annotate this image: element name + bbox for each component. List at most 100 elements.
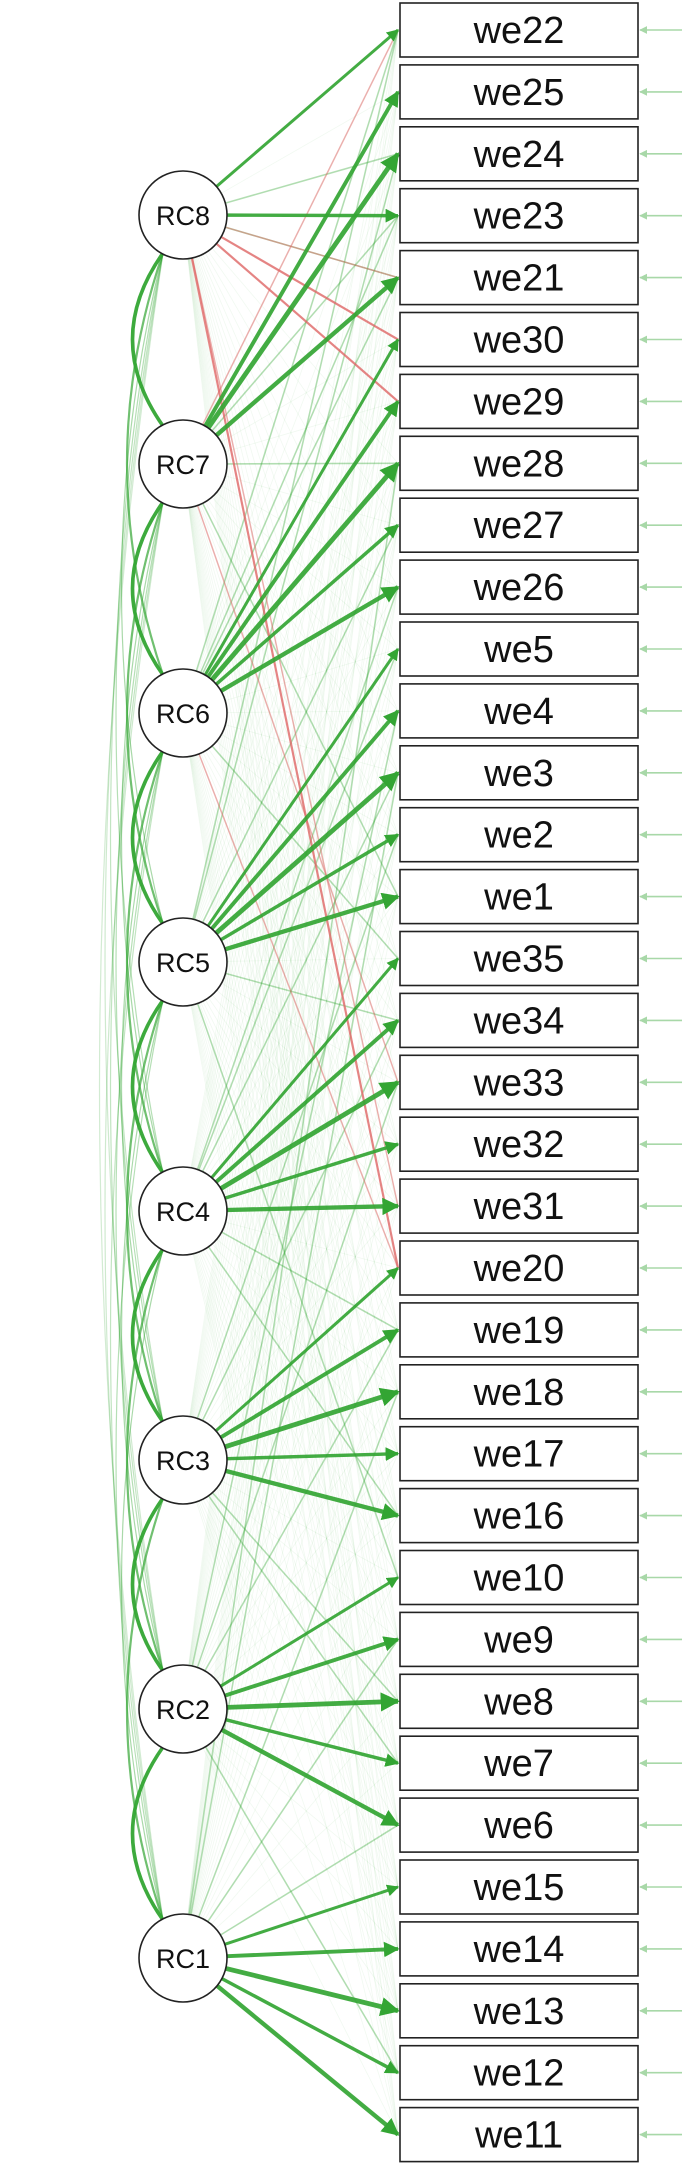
loading-arrow <box>190 258 399 1392</box>
loading-arrow <box>187 258 399 2073</box>
loading-arrow <box>199 215 399 674</box>
loading-arrow <box>200 1002 399 1454</box>
indicator-label: we27 <box>473 505 565 547</box>
loading-arrow <box>196 1501 399 2135</box>
indicator-box-we18: we18 <box>399 1364 639 1420</box>
indicator-box-we3: we3 <box>399 744 639 801</box>
loading-arrow <box>195 277 399 921</box>
loading-arrow <box>194 755 399 1516</box>
loading-arrow <box>225 1468 400 1521</box>
loading-arrow <box>202 1001 399 1392</box>
loading-arrow <box>200 753 399 1207</box>
indicator-label: we19 <box>473 1310 565 1352</box>
indicator-box-we1: we1 <box>399 868 639 925</box>
loading-arrow <box>201 524 399 923</box>
loading-arrow <box>200 1251 399 1702</box>
loading-arrow <box>194 257 399 959</box>
indicator-box-we27: we27 <box>399 497 639 554</box>
loading-arrow <box>219 1080 400 1191</box>
loading-arrow <box>192 506 399 1392</box>
loading-arrow <box>224 1141 400 1200</box>
loading-arrow <box>198 1500 399 2011</box>
loading-arrow <box>198 648 399 1171</box>
factor-label: RC1 <box>156 1944 210 1974</box>
loading-arrow <box>207 250 399 526</box>
loading-arrow <box>192 1253 399 2135</box>
loading-arrow <box>215 242 399 403</box>
loading-arrow <box>224 1884 400 1946</box>
indicator-box-we17: we17 <box>399 1425 639 1482</box>
loading-arrow <box>195 29 399 672</box>
loading-arrow <box>190 277 399 1417</box>
loading-arrow <box>193 755 399 1578</box>
loading-arrow <box>201 1020 399 1421</box>
loading-arrow <box>195 1020 399 1668</box>
indicator-box-we16: we16 <box>399 1487 639 1544</box>
loading-arrow <box>208 748 399 1021</box>
loading-arrow <box>198 896 399 1420</box>
loading-arrow <box>193 506 399 1330</box>
loading-arrow <box>193 339 399 1169</box>
factor-covariances <box>98 251 165 1922</box>
loading-arrow <box>198 1144 399 1669</box>
loading-arrow <box>196 1252 399 1888</box>
loading-arrow <box>207 1495 399 1764</box>
loading-arrow <box>208 1744 399 2012</box>
factor-node-rc6: RC6 <box>138 668 228 758</box>
loading-arrow <box>204 1746 399 2074</box>
loading-arrow <box>200 255 399 712</box>
loading-arrow <box>202 29 399 425</box>
loading-arrow <box>212 1492 399 1702</box>
loading-arrow <box>201 502 399 897</box>
loading-arrow <box>187 29 399 1915</box>
covariance-arc <box>109 501 164 1672</box>
indicator-box-we6: we6 <box>399 1797 639 1853</box>
loading-arrow <box>196 1003 399 1578</box>
loading-arrow <box>194 215 399 920</box>
factor-node-rc4: RC4 <box>138 1166 228 1256</box>
loading-arrow <box>197 754 399 1331</box>
indicator-box-we33: we33 <box>399 1054 639 1111</box>
loading-arrow <box>226 710 399 713</box>
indicator-box-we5: we5 <box>399 621 639 677</box>
loading-arrow <box>226 1941 400 1959</box>
loading-arrow <box>196 754 399 1392</box>
indicator-label: we28 <box>473 443 565 485</box>
indicator-box-we30: we30 <box>399 311 639 368</box>
loading-arrow <box>207 1391 399 1673</box>
loading-arrow <box>202 503 399 897</box>
loading-arrow <box>221 1480 399 1578</box>
loading-arrow <box>211 1453 399 1676</box>
loading-arrow <box>198 753 399 1269</box>
indicator-label: we22 <box>473 10 565 52</box>
loading-arrow <box>188 258 399 1949</box>
indicator-box-we7: we7 <box>399 1735 639 1791</box>
indicator-label: we17 <box>473 1434 565 1476</box>
indicator-label: we5 <box>483 629 554 671</box>
loading-arrow <box>187 258 399 2135</box>
loading-arrow <box>188 215 399 1915</box>
covariance-arc <box>130 1745 165 1922</box>
loading-arrow <box>205 1248 399 1578</box>
covariance-arc <box>130 1247 165 1424</box>
loading-arrow <box>191 587 399 1666</box>
loading-arrow <box>204 1577 399 1920</box>
indicator-boxes: we22we25we24we23we21we30we29we28we27we26… <box>399 2 639 2163</box>
indicator-label: we14 <box>473 1929 565 1971</box>
loading-arrow <box>225 1718 400 1767</box>
primary-loadings <box>203 28 400 2137</box>
loading-arrow <box>191 710 399 1667</box>
loading-arrow <box>200 463 399 922</box>
indicator-box-we24: we24 <box>399 126 639 182</box>
loading-arrow <box>195 1253 399 1950</box>
loading-arrow <box>206 400 400 679</box>
loading-arrow <box>211 1205 399 1427</box>
indicator-box-we2: we2 <box>399 806 639 863</box>
loading-arrow <box>187 258 399 2011</box>
loading-arrow <box>189 507 399 1888</box>
loading-arrow <box>195 772 399 1419</box>
loading-arrow <box>198 153 399 673</box>
loading-arrow <box>212 1741 399 1950</box>
loading-arrow <box>202 525 399 923</box>
